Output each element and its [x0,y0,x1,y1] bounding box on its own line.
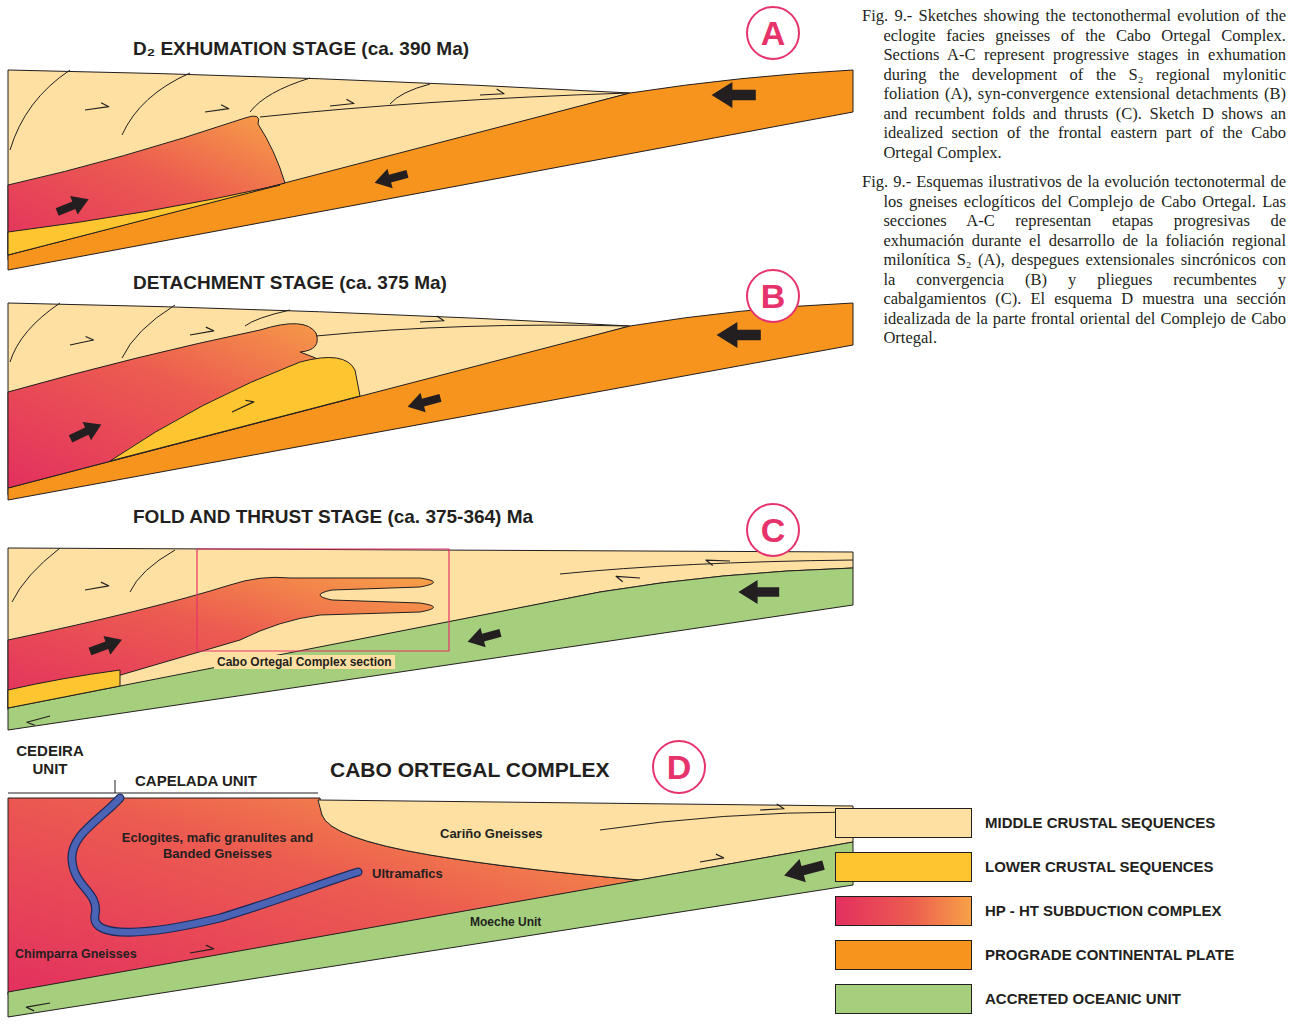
legend-row: HP - HT SUBDUCTION COMPLEX [835,896,1285,926]
ultramafic-band-outline [72,798,358,932]
motion-arrow [712,82,756,108]
shear-half-arrow [84,102,108,110]
lower-crust [8,670,120,708]
stage-title: D₂ EXHUMATION STAGE (ca. 390 Ma) [133,38,469,61]
legend-text: MIDDLE CRUSTAL SEQUENCES [985,814,1215,832]
prograde-plate [8,303,853,500]
shear-half-arrow [329,99,353,106]
motion-arrow [53,190,92,221]
legend-text: HP - HT SUBDUCTION COMPLEX [985,902,1221,920]
legend-row: LOWER CRUSTAL SEQUENCES [835,852,1285,882]
fault-line [10,303,60,362]
legend-swatch [835,984,972,1014]
stage-title: DETACHMENT STAGE (ca. 375 Ma) [133,272,447,295]
shear-half-arrow [760,804,784,810]
sketch-c [8,548,853,730]
sketch-b [8,303,853,500]
shear-half-arrow [189,326,214,335]
shear-half-arrow [189,944,214,953]
stage-letter-circle: C [746,503,800,557]
hpht-complex [8,577,434,708]
legend-swatch [835,808,972,838]
rock-label: Ultramafics [372,866,443,882]
shear-half-arrow [69,335,94,345]
motion-arrow [465,623,503,651]
ultramafic-band [72,798,358,932]
figure-caption: Fig. 9.- Sketches showing the tectonothe… [862,6,1286,162]
stage-letter-circle: A [746,6,800,60]
figure-caption-translation: Fig. 9.- Esquemas ilustrativos de la evo… [862,172,1286,348]
hpht-complex [8,324,360,488]
legend-swatch [835,940,972,970]
accreted-oceanic-unit [8,568,853,730]
thrust-line [260,93,628,117]
motion-arrow [717,322,761,348]
motion-arrow [781,853,827,887]
legend-text: ACCRETED OCEANIC UNIT [985,990,1181,1008]
shear-half-arrow [26,1003,51,1012]
stage-letter-circle: D [652,740,706,794]
rock-label: Moeche Unit [470,915,541,929]
shear-half-arrow [84,581,109,590]
stage-letter: A [761,16,786,50]
motion-arrow [66,415,105,447]
shear-half-arrow [420,316,444,322]
back-thrust-line [560,560,853,574]
section-label: Cabo Ortegal Complex section [214,655,395,669]
legend-row: MIDDLE CRUSTAL SEQUENCES [835,808,1285,838]
shear-half-arrow [480,89,504,95]
hpht-complex [8,116,285,255]
motion-arrow [372,164,410,192]
legend-row: ACCRETED OCEANIC UNIT [835,984,1285,1014]
legend-swatch [835,852,972,882]
unit-label: CEDEIRA UNIT [8,742,92,778]
unit-bracket-tick [115,780,116,793]
motion-arrow [738,580,779,604]
fault-line [12,548,60,602]
shear-half-arrow [706,560,730,566]
shear-half-arrow [616,576,640,583]
stage-title: FOLD AND THRUST STAGE (ca. 375-364) Ma [133,506,533,529]
section-frame [197,549,449,651]
unit-bracket [8,793,318,794]
stage-letter: C [761,513,786,547]
shear-half-arrow [699,853,724,862]
shear-half-arrow [230,397,254,412]
motion-arrow [87,630,126,660]
section-title: CABO ORTEGAL COMPLEX [330,757,610,782]
legend-swatch [835,896,972,926]
prograde-plate [8,70,853,270]
thrust-line [600,812,853,830]
lower-crust [8,185,280,255]
lower-crust [110,358,360,462]
detachment-line [316,325,628,336]
fault-line [390,84,430,104]
rock-label: Eclogites, mafic granulites and Banded G… [115,830,320,861]
rock-label: Cariño Gneisses [440,826,543,842]
legend-text: PROGRADE CONTINENTAL PLATE [985,946,1234,964]
shear-half-arrow [27,716,51,727]
fault-line [10,70,70,150]
stage-letter: D [667,750,692,784]
shear-half-arrow [204,104,228,112]
fault-line [122,73,190,135]
fault-line [245,310,290,326]
sketch-a [8,70,853,270]
rock-label: Chimparra Gneisses [15,947,137,962]
legend-text: LOWER CRUSTAL SEQUENCES [985,858,1214,876]
unit-label: CAPELADA UNIT [135,772,257,790]
fault-line [122,305,175,358]
motion-arrow [405,388,443,416]
stage-letter-circle: B [746,269,800,323]
sketch-d [8,780,853,1017]
legend-row: PROGRADE CONTINENTAL PLATE [835,940,1285,970]
stage-letter: B [761,279,786,313]
fault-line [130,550,175,592]
fault-line [250,78,310,112]
